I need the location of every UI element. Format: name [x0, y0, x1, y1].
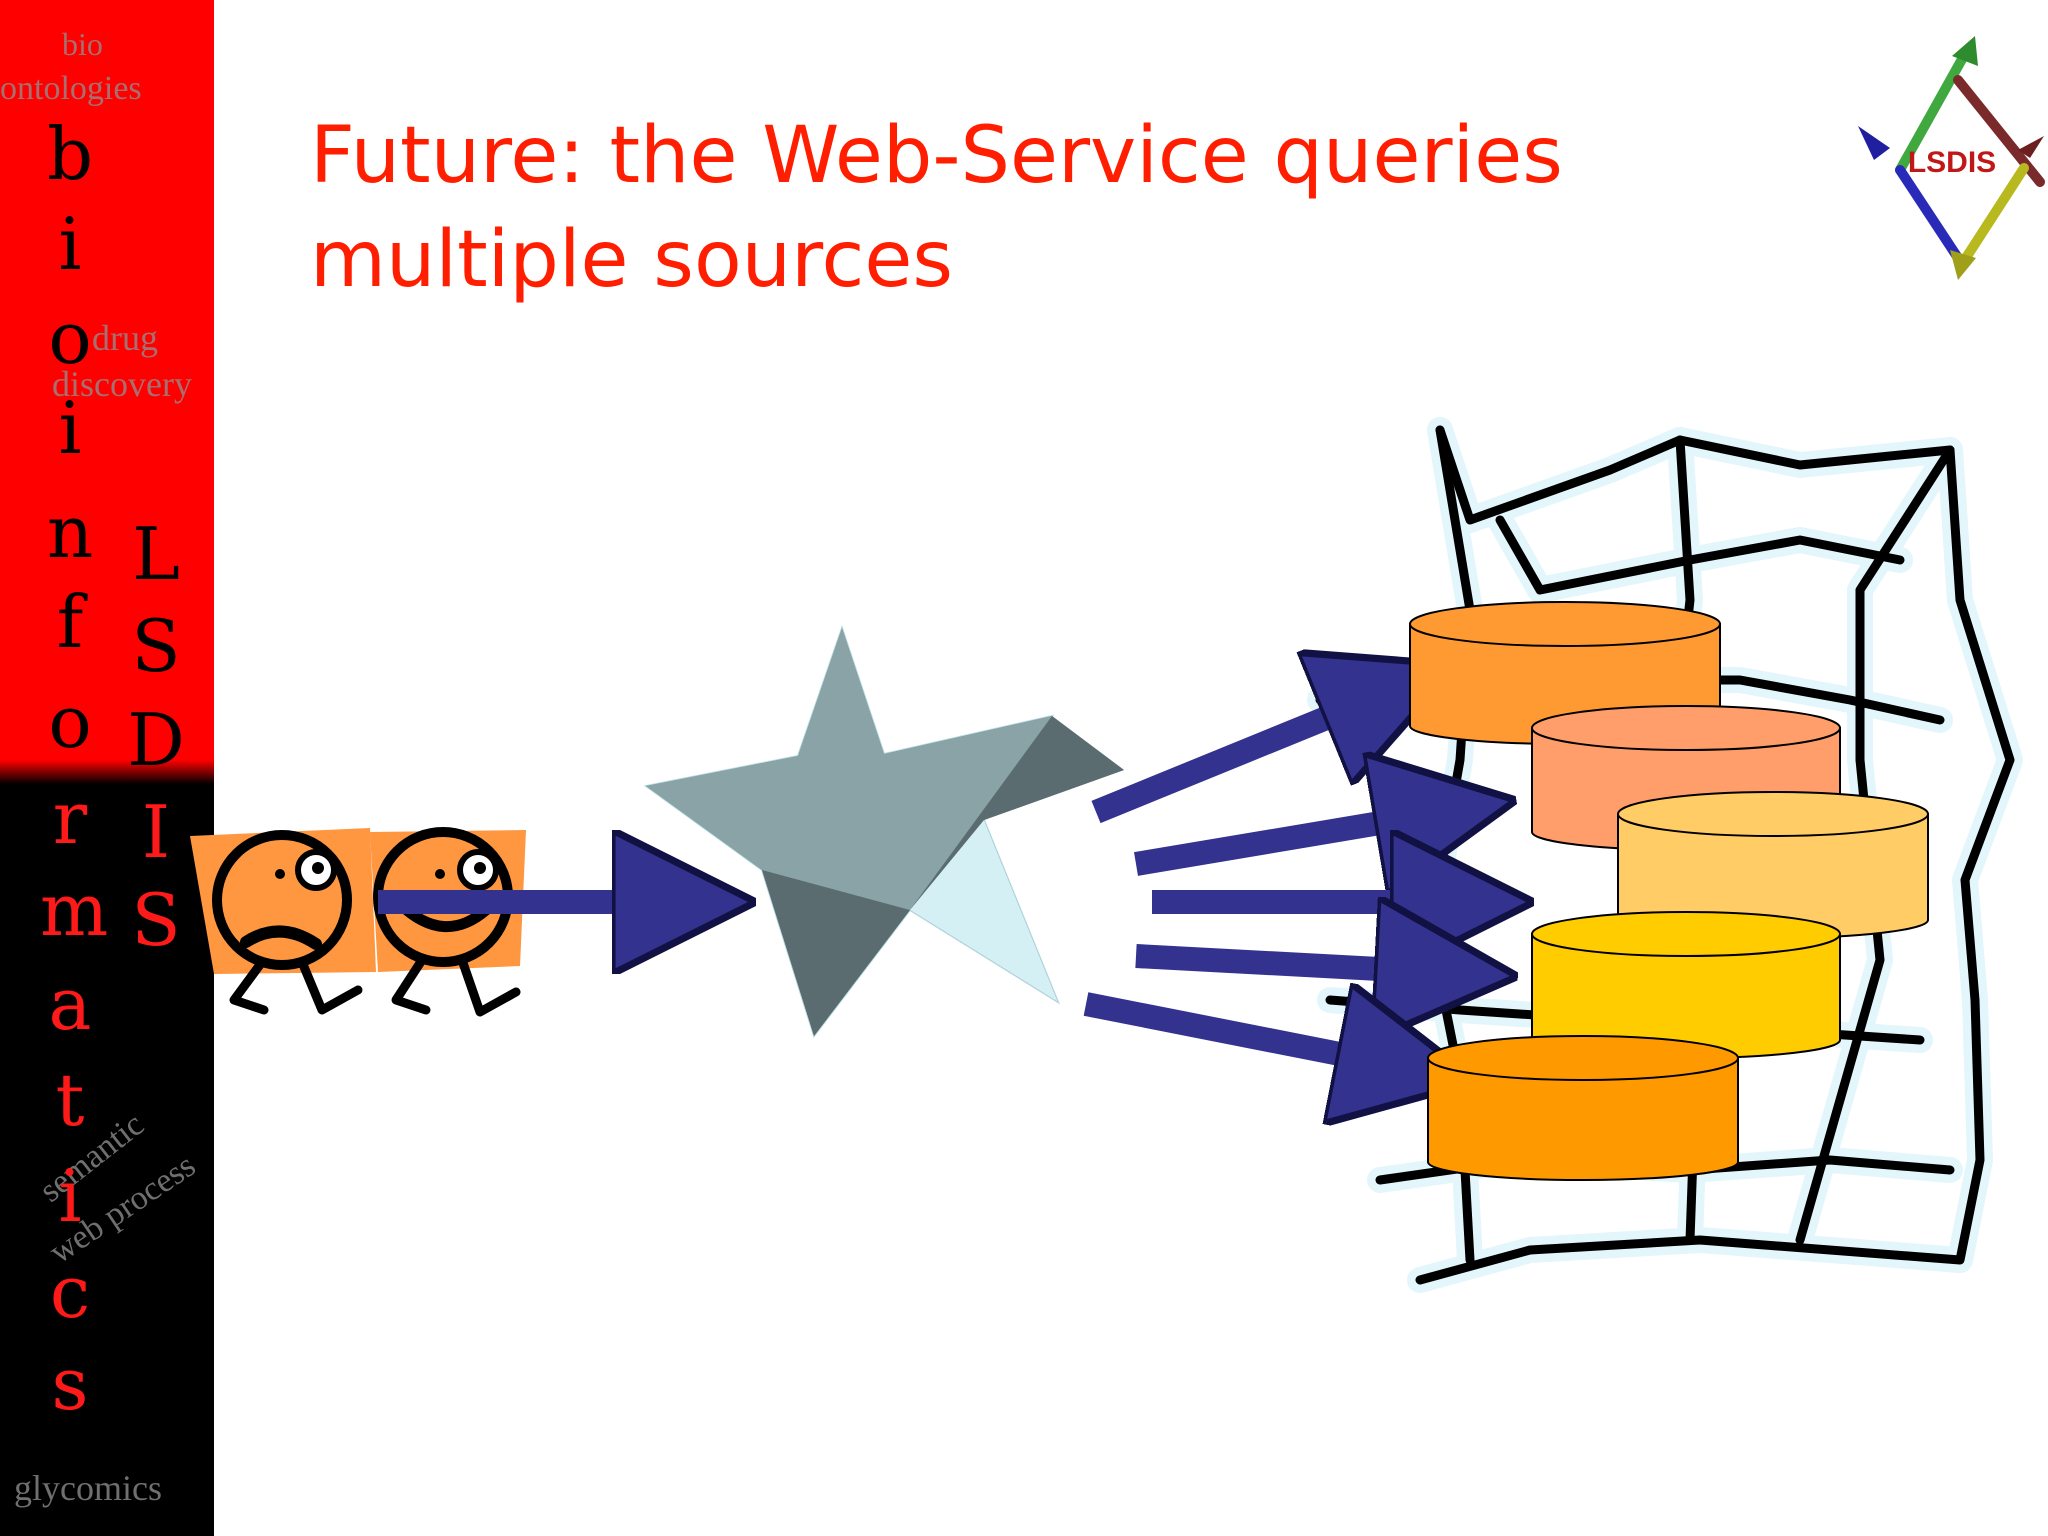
database-5-body	[1427, 1057, 1739, 1181]
query-arrow-to-source-4	[1135, 956, 1398, 970]
user-1-right-leg	[297, 957, 363, 1015]
topic-drug-discovery-line-2: discovery	[52, 364, 192, 404]
database-4-top	[1531, 911, 1841, 957]
logo-yellow-arrowhead-icon	[1950, 250, 1976, 280]
logo-green-arrowhead-icon	[1952, 36, 1978, 66]
user-group	[190, 827, 526, 1017]
database-5-top	[1427, 1035, 1739, 1081]
sidebar-letter-n: n	[46, 490, 94, 574]
sidebar-letter-o-2: o	[48, 680, 92, 764]
logo-green-arrow	[1895, 47, 1971, 175]
sidebar-letter-i-3: i	[58, 1154, 82, 1238]
sidebar-letter-r: r	[52, 776, 88, 860]
sidebar-gradient-band	[0, 760, 214, 784]
query-arrow-to-source-2	[1134, 820, 1398, 864]
slide-title-line-1: Future: the Web-Service queries	[310, 111, 1563, 201]
user-2-smiling-icon	[373, 827, 521, 1017]
sidebar-banner: bio ontologies drug discovery semantic w…	[0, 0, 214, 1536]
star-shadow-bottom	[762, 870, 910, 1036]
database-3-icon	[1617, 791, 1929, 939]
topic-glycomics: glycomics	[14, 1468, 162, 1508]
sidebar-letter-s: s	[51, 1342, 89, 1426]
topic-drug-discovery-line-1: drug	[92, 318, 158, 358]
web-service-star-icon	[643, 624, 1124, 1039]
database-2-top	[1531, 705, 1841, 751]
sidebar-letter-m: m	[40, 868, 109, 952]
data-sources	[1409, 601, 1929, 1181]
logo-brown-arrowhead-icon	[2018, 136, 2044, 158]
user-1-left-leg	[229, 957, 269, 1015]
database-4-icon	[1531, 911, 1841, 1059]
sidebar-lab-letter-l: L	[132, 512, 180, 596]
user-2-right-leg	[457, 955, 521, 1017]
sidebar-red-band	[0, 0, 214, 760]
sidebar-black-band	[0, 784, 214, 1536]
logo-blue-arrow	[1895, 165, 1967, 269]
slide-title: Future: the Web-Service queries multiple…	[310, 104, 1750, 312]
topic-bio-ontologies-line-1: bio	[62, 26, 103, 62]
user-2-left-leg	[391, 955, 431, 1015]
star-bright-facet	[910, 820, 1058, 1002]
database-1-top	[1409, 601, 1721, 647]
query-arrow-to-source-1	[1091, 710, 1346, 824]
sidebar-letter-t: t	[55, 1058, 85, 1142]
sidebar-letter-i-2: i	[58, 386, 82, 470]
sidebar-letter-b: b	[46, 112, 94, 196]
user-2-right-pupil	[474, 862, 486, 874]
sidebar-letter-f: f	[56, 580, 84, 664]
sidebar-letter-a: a	[48, 962, 92, 1046]
sidebar-lab-letter-s-1: S	[131, 604, 181, 688]
lsdis-logo: LSDIS	[1858, 36, 2045, 280]
database-5-icon	[1427, 1035, 1739, 1181]
user-1-frown	[240, 925, 322, 950]
database-3-top	[1617, 791, 1929, 837]
sidebar-lab-letter-d: D	[127, 698, 185, 782]
logo-blue-arrowhead-icon	[1858, 126, 1890, 160]
slide-title-line-2: multiple sources	[310, 215, 953, 305]
user-1-left-eye	[275, 869, 285, 879]
sidebar-letter-i-1: i	[58, 202, 82, 286]
topic-bio-ontologies-line-2: ontologies	[0, 70, 142, 107]
sidebar-letter-c: c	[49, 1250, 91, 1334]
sidebar-lab-letter-s-2: S	[131, 878, 181, 962]
logo-text: LSDIS	[1908, 146, 1996, 179]
sidebar-lab-letter-i: I	[141, 790, 171, 874]
sidebar-letter-o-1: o	[48, 296, 92, 380]
query-arrow-to-source-5	[1083, 1004, 1360, 1058]
query-arrows	[1083, 710, 1414, 1058]
logo-yellow-arrow	[1957, 163, 2029, 269]
user-1-worried-icon	[212, 830, 363, 1015]
user-2-left-eye	[435, 869, 445, 879]
user-1-right-pupil	[312, 862, 324, 874]
